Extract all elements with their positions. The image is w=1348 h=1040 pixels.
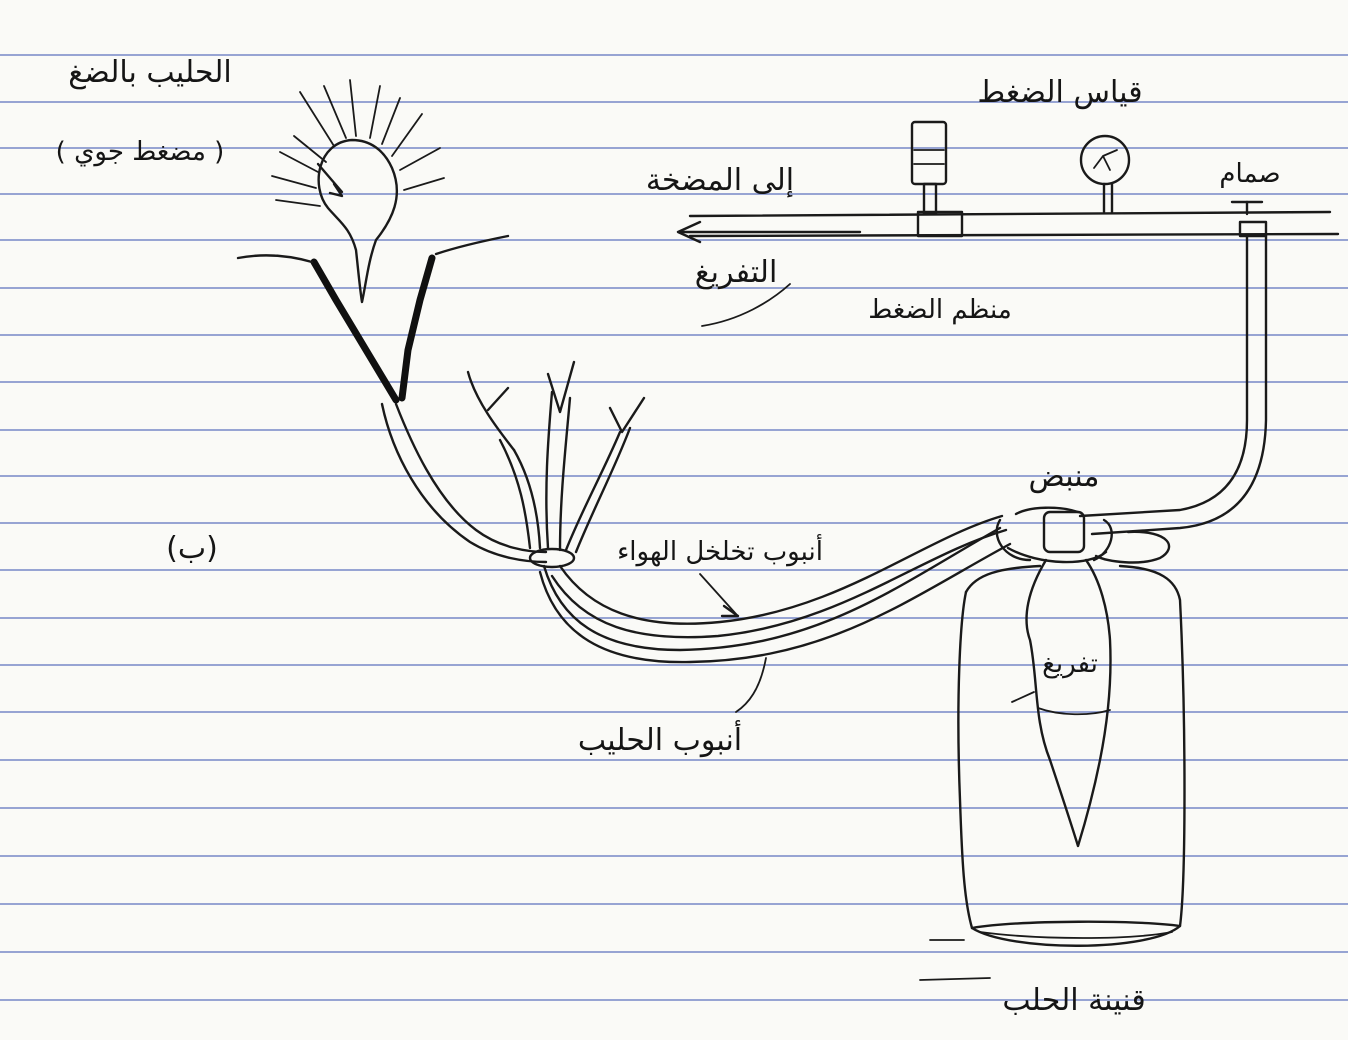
pump-direction-arrow xyxy=(678,222,860,242)
teat-cup-bulb xyxy=(272,80,444,302)
label-milking-by-suction: الحليب بالضغ xyxy=(68,55,231,90)
pulsator-device xyxy=(997,508,1169,563)
label-evacuation: التفريغ xyxy=(695,255,778,290)
label-milk-bottle: قنينة الحلب xyxy=(1002,983,1145,1018)
label-valve: صمام xyxy=(1219,159,1280,189)
claw-arms xyxy=(238,236,546,562)
label-to-pump: إلى المضخة xyxy=(646,163,794,198)
label-atmospheric-pressure: ( مضغط جوي ) xyxy=(56,137,225,167)
diagram-labels: الحليب بالضغ ( مضغط جوي ) قياس الضغط صما… xyxy=(56,55,1281,1018)
pulsator-feed-tube xyxy=(1080,236,1266,534)
label-air-exchange-tube: أنبوب تخلخل الهواء xyxy=(617,533,823,567)
milk-bottle xyxy=(958,566,1184,946)
label-pressure-regulator: منظم الضغط xyxy=(868,295,1012,325)
label-pressure-gauge: قياس الضغط xyxy=(977,75,1142,110)
label-pulsator: منبض xyxy=(1029,459,1100,494)
valve-device xyxy=(1232,202,1266,236)
label-figure-letter: (ب) xyxy=(166,531,218,566)
label-vacuum: تفريغ xyxy=(1042,649,1098,679)
vacuum-liner xyxy=(1027,560,1111,846)
label-milk-tube: أنبوب الحليب xyxy=(578,719,742,758)
pressure-regulator-device xyxy=(912,122,962,236)
